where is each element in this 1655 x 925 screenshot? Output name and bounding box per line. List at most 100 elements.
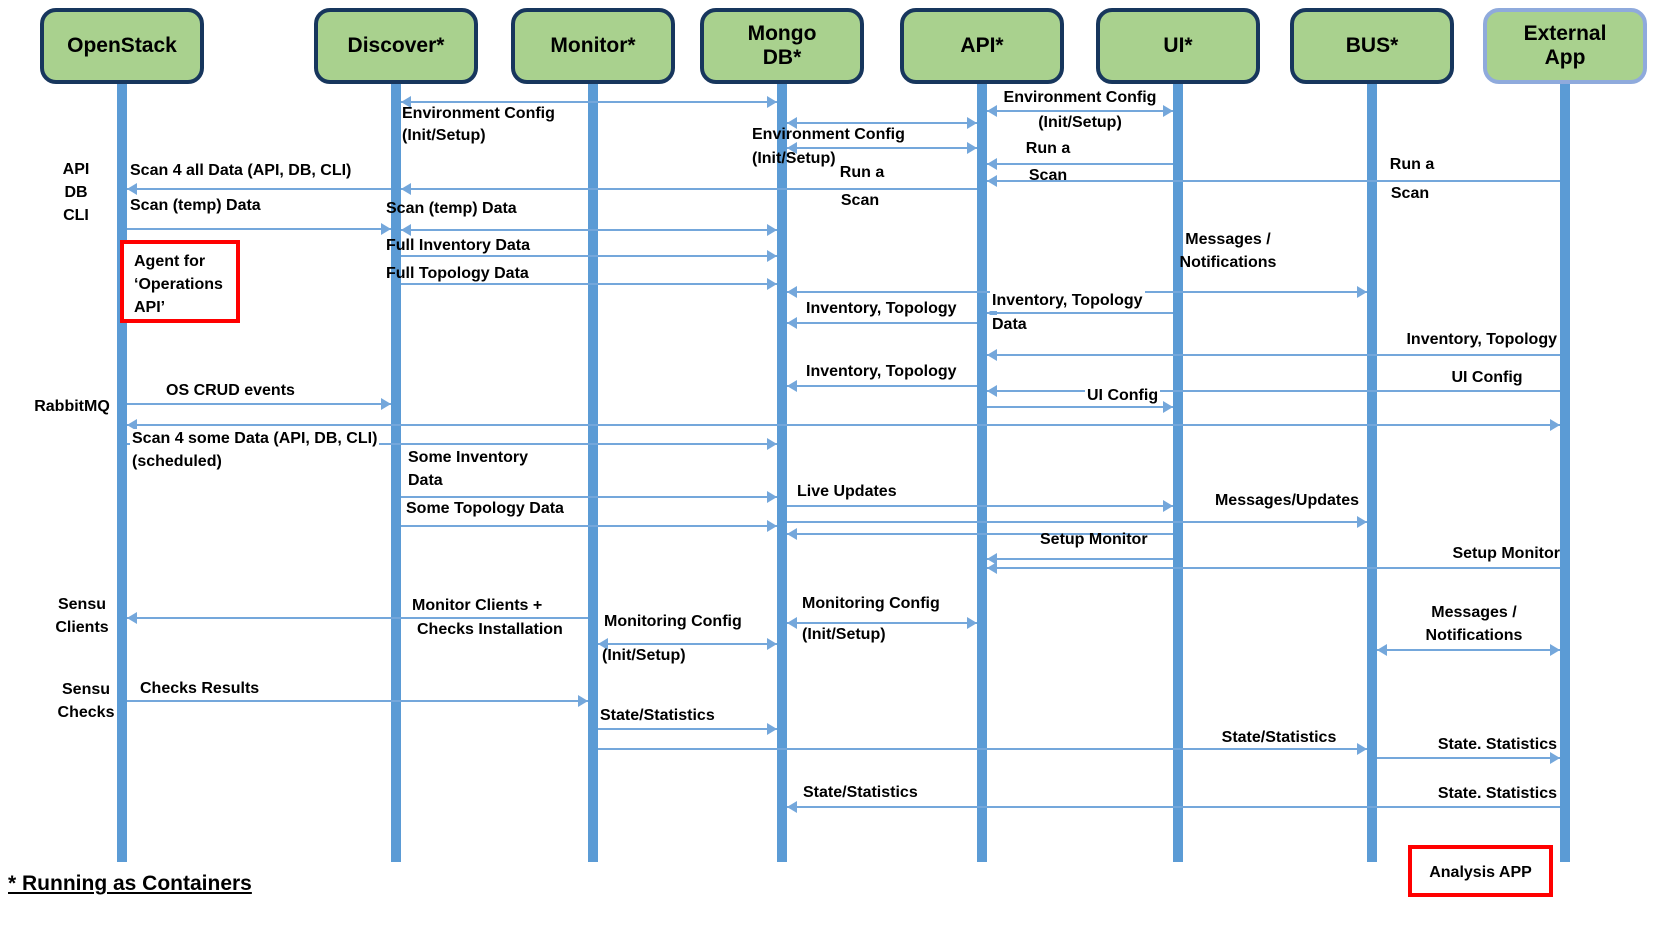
arrowhead-scan-temp-data-discover-mongodb — [767, 224, 777, 236]
message-label-22: Inventory, Topology — [1406, 331, 1557, 348]
message-arrow-inventory-topology-api-mongodb-2 — [787, 385, 977, 387]
message-arrow-scan-4-some-data-scheduled — [127, 443, 777, 445]
message-label-30: Data — [406, 471, 445, 491]
message-arrow-ui-config-api-ui — [987, 406, 1173, 408]
message-label-38: Monitoring Config — [602, 612, 744, 632]
message-label-19: Inventory, Topology — [806, 300, 957, 317]
message-label-43: State/Statistics — [600, 707, 715, 724]
message-arrow-scan-temp-data-openstack-discover — [127, 228, 391, 230]
message-label-11: Scan — [840, 192, 880, 209]
message-label-8: Run a — [1389, 156, 1435, 173]
actor-box-bus: BUS* — [1290, 8, 1454, 84]
arrowhead-inventory-topology-data-ui-api — [987, 307, 997, 319]
message-label-40: Monitor Clients + — [410, 596, 545, 616]
arrowhead-run-a-scan-api-discover — [401, 183, 411, 195]
message-arrow-inventory-topology-external-api — [987, 354, 1560, 356]
message-arrow-live-updates — [787, 505, 1173, 507]
arrowhead-full-inventory-data — [767, 250, 777, 262]
arrowhead-long-bus-line — [1550, 419, 1560, 431]
message-arrow-ui-config-external-api — [987, 390, 1560, 392]
message-arrow-full-topology-data — [401, 283, 777, 285]
message-arrow-monitor-clients-checks-installation — [127, 617, 588, 619]
message-arrow-monitoring-config-mongodb-api — [787, 622, 977, 624]
arrowhead-live-updates — [1163, 500, 1173, 512]
lifeline-api — [977, 84, 987, 862]
message-arrow-some-topology-data — [401, 525, 777, 527]
message-label-41: Checks Installation — [415, 620, 565, 640]
message-arrow-state-statistics-monitor-bus — [598, 748, 1367, 750]
arrowhead-environment-config-mongodb-api-1 — [967, 117, 977, 129]
arrowhead-inventory-topology-api-mongodb-2 — [787, 380, 797, 392]
lifeline-monitor — [588, 84, 598, 862]
message-arrow-full-inventory-data — [401, 255, 777, 257]
message-label-26: OS CRUD events — [166, 382, 295, 399]
arrowhead-setup-monitor-ui-api — [987, 553, 997, 565]
arrowhead-full-topology-data — [767, 278, 777, 290]
arrowhead-checks-results — [578, 695, 588, 707]
message-arrow-state-statistics-monitor-mongodb — [598, 728, 777, 730]
arrowhead-state-statistics-monitor-mongodb — [767, 723, 777, 735]
message-arrow-checks-results — [127, 700, 588, 702]
footnote-running-as-containers: * Running as Containers — [8, 872, 252, 895]
note-sensu-checks: Sensu Checks — [57, 681, 115, 721]
arrowhead-messages-notifications-bus-external — [1550, 644, 1560, 656]
message-arrow-environment-config-mongodb-api-1 — [787, 122, 977, 124]
message-label-49: Notifications — [1425, 627, 1523, 644]
message-arrow-messages-notifications-bus-external — [1377, 649, 1560, 651]
arrowhead-os-crud-events — [381, 398, 391, 410]
message-label-1: (Init/Setup) — [402, 127, 486, 144]
message-label-44: State/Statistics — [1221, 729, 1337, 746]
message-arrow-inventory-topology-data-ui-api — [987, 312, 1173, 314]
message-label-42: Checks Results — [140, 680, 260, 697]
message-label-29: Some Inventory — [406, 448, 531, 468]
message-arrow-inventory-topology-api-mongodb-1 — [787, 322, 977, 324]
message-label-0: Environment Config — [402, 105, 555, 122]
arrowhead-state-statistics-external-mongodb — [787, 801, 797, 813]
actor-box-external-app: External App — [1483, 8, 1647, 84]
arrowhead-environment-config-discover-mongodb — [767, 96, 777, 108]
lifeline-bus — [1367, 84, 1377, 862]
arrowhead-live-updates-return — [787, 528, 797, 540]
arrowhead-monitoring-config-monitor-mongodb — [767, 638, 777, 650]
message-label-14: Scan (temp) Data — [386, 200, 517, 217]
message-arrow-setup-monitor-external-api — [987, 567, 1560, 569]
message-label-16: Full Topology Data — [386, 265, 529, 282]
message-arrow-run-a-scan-external-api — [987, 180, 1560, 182]
message-arrow-environment-config-discover-mongodb — [401, 101, 777, 103]
message-label-21: Data — [990, 315, 1029, 335]
message-label-27: Scan 4 some Data (API, DB, CLI) — [130, 429, 380, 449]
arrowhead-state-statistics-bus-external — [1550, 752, 1560, 764]
message-label-7: Scan — [1028, 167, 1068, 184]
message-label-33: Messages/Updates — [1214, 492, 1360, 509]
arrowhead-messages-updates — [1357, 516, 1367, 528]
arrowhead-monitoring-config-mongodb-api — [967, 617, 977, 629]
arrowhead-environment-config-api-ui — [987, 105, 997, 117]
arrowhead-state-statistics-monitor-bus — [1357, 743, 1367, 755]
message-label-2: Environment Config — [1003, 89, 1157, 106]
arrowhead-ui-config-api-ui — [1163, 401, 1173, 413]
message-label-25: UI Config — [1085, 386, 1161, 406]
message-label-3: (Init/Setup) — [1038, 114, 1122, 131]
message-arrow-long-bus-line — [127, 424, 1560, 426]
message-label-15: Full Inventory Data — [386, 237, 531, 254]
actor-box-monitor: Monitor* — [511, 8, 675, 84]
note-sensu-clients: Sensu Clients — [55, 596, 109, 636]
message-arrow-scan-temp-data-discover-mongodb — [401, 229, 777, 231]
message-label-6: Run a — [1025, 140, 1071, 157]
message-label-10: Run a — [839, 164, 885, 181]
message-label-12: Scan 4 all Data (API, DB, CLI) — [130, 162, 352, 179]
arrowhead-ui-config-external-api — [987, 385, 997, 397]
arrowhead-environment-config-api-ui — [1163, 105, 1173, 117]
arrowhead-scan-4-some-data-scheduled — [767, 438, 777, 450]
message-arrow-state-statistics-bus-external — [1377, 757, 1560, 759]
actor-box-discover: Discover* — [314, 8, 478, 84]
actor-box-openstack: OpenStack — [40, 8, 204, 84]
arrowhead-monitoring-config-monitor-mongodb — [598, 638, 608, 650]
message-label-5: (Init/Setup) — [752, 150, 836, 167]
message-label-13: Scan (temp) Data — [130, 197, 261, 214]
message-label-32: Live Updates — [797, 483, 897, 500]
message-arrow-scan-4-all-data — [127, 188, 391, 190]
message-label-20: Inventory, Topology — [990, 291, 1145, 311]
message-label-37: (Init/Setup) — [800, 625, 888, 645]
